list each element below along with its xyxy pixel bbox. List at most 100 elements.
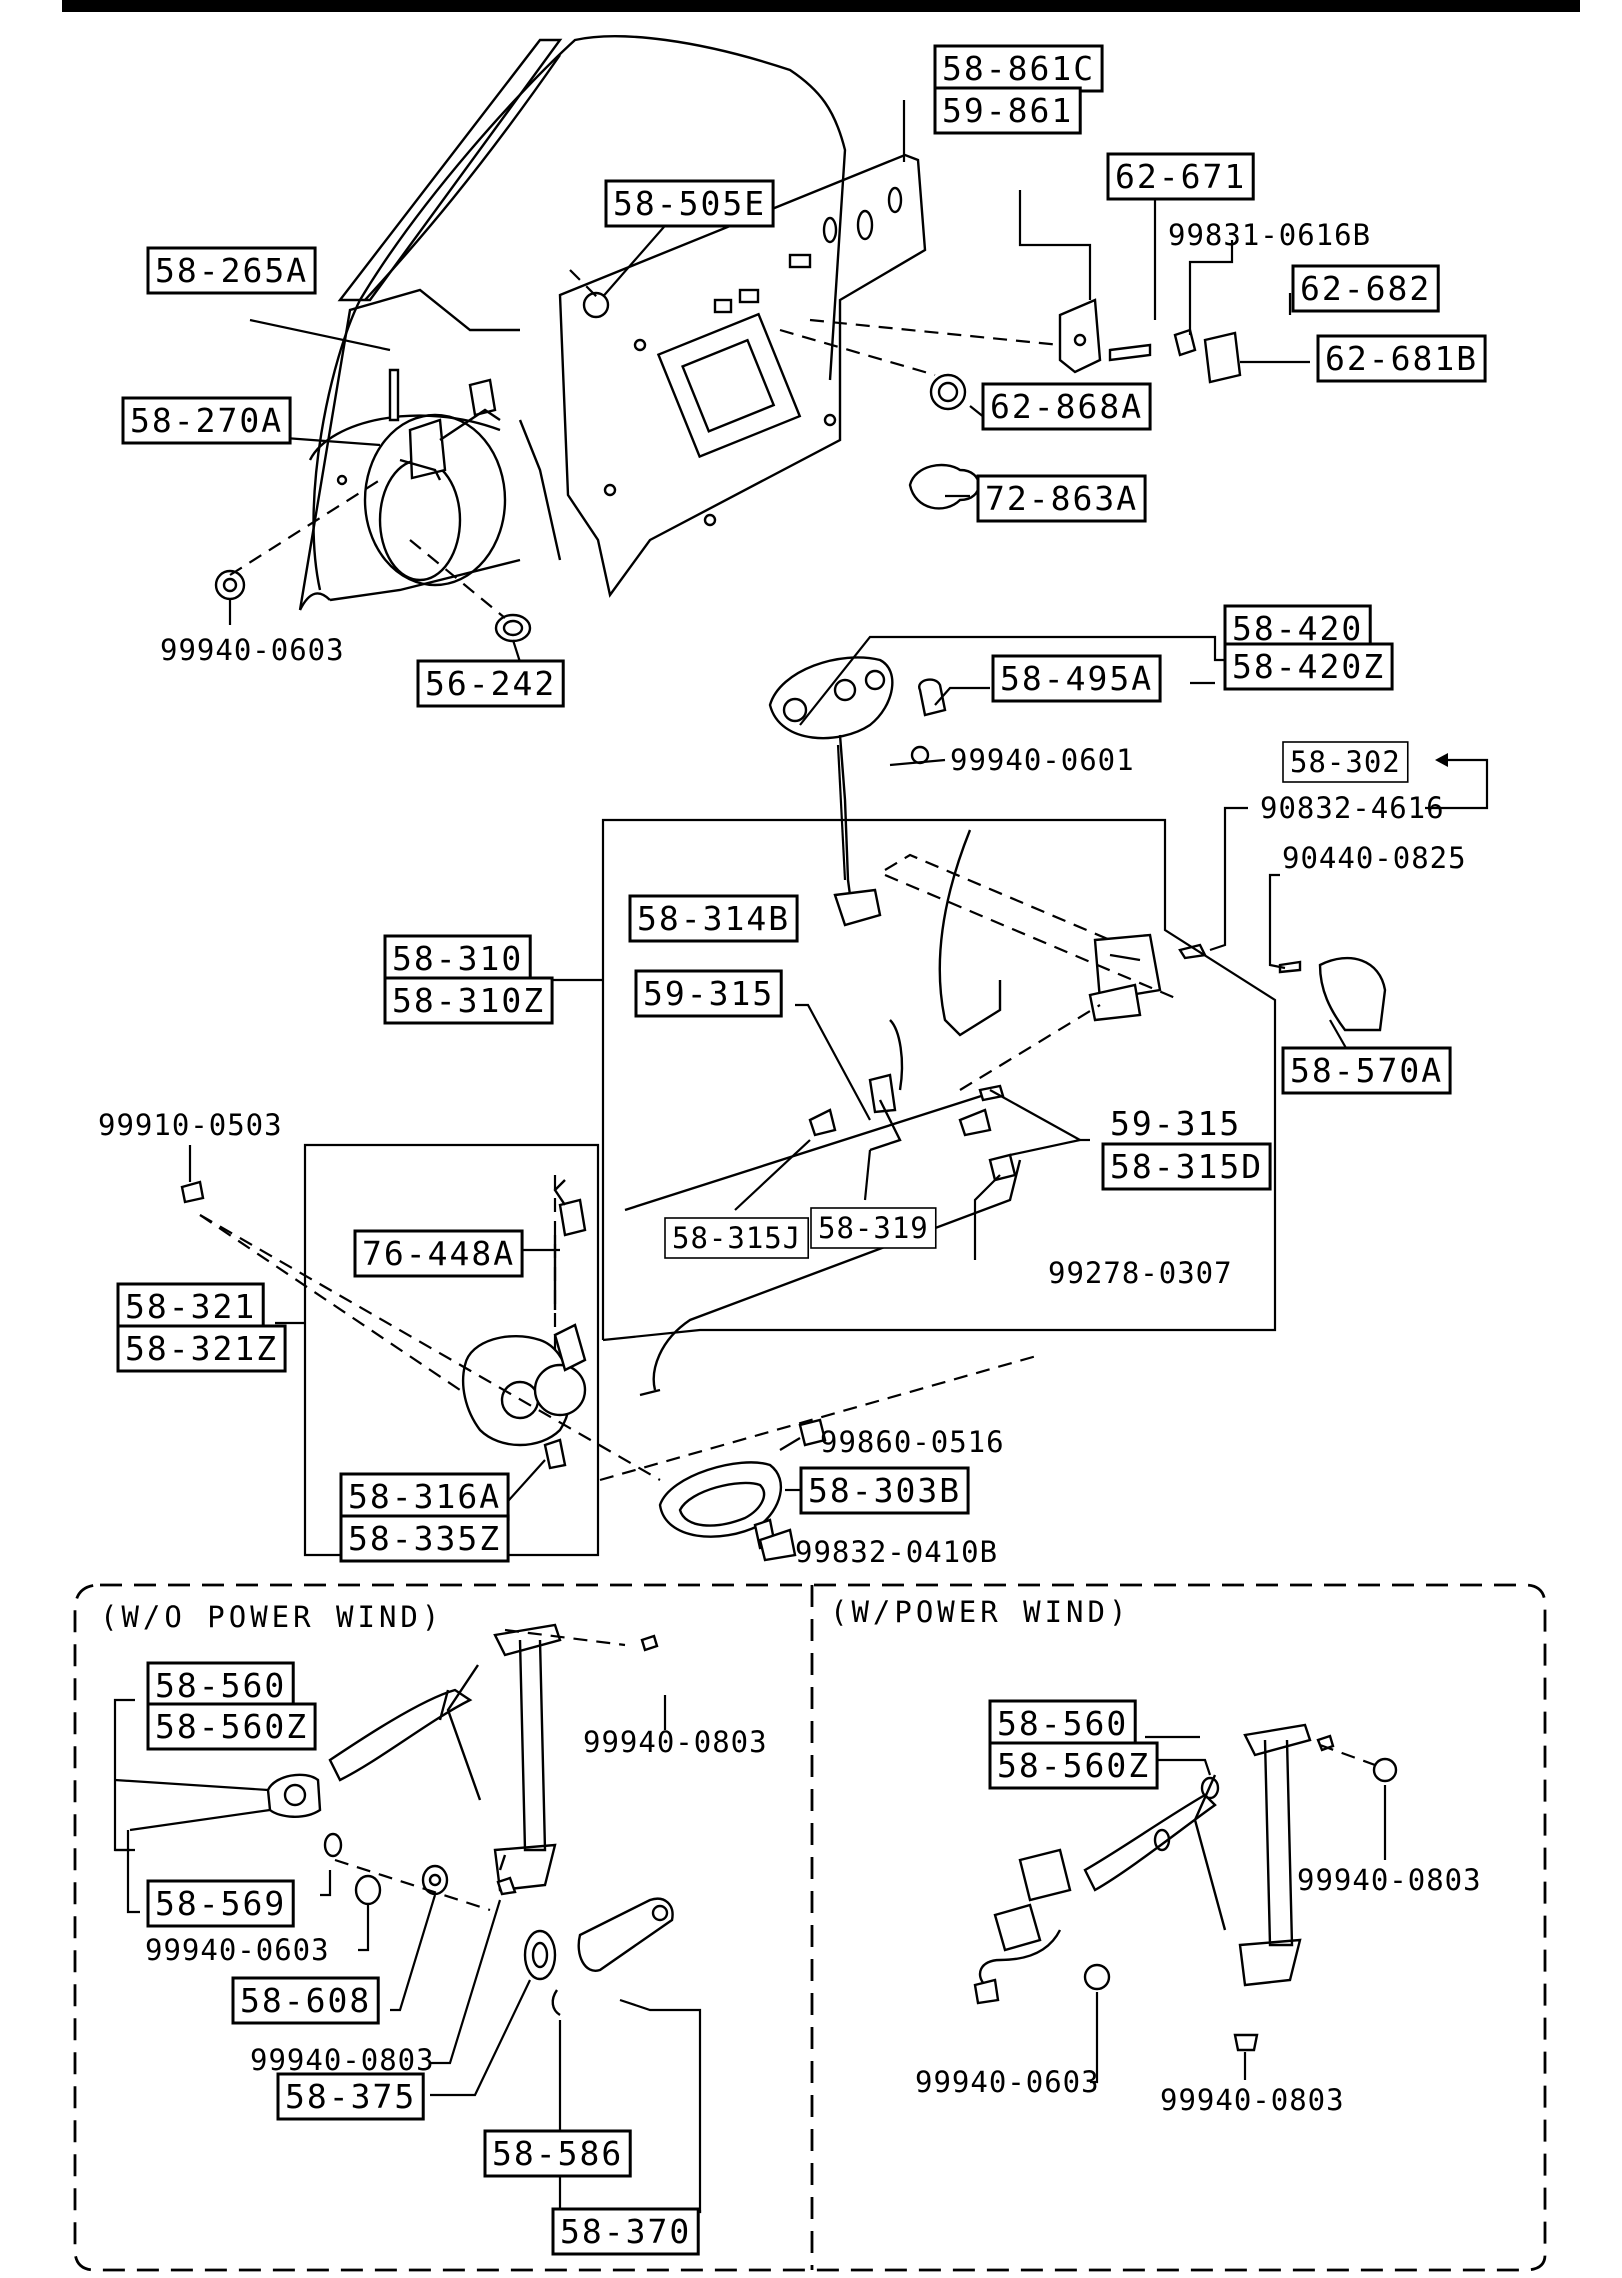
label-58-420Z[interactable]: 58-420Z (1223, 642, 1394, 691)
label-box (146, 246, 317, 295)
label-58-570A[interactable]: 58-570A (1281, 1046, 1452, 1095)
label-59-315-upper[interactable]: 59-315 (634, 969, 783, 1018)
label-text: 58-560Z (997, 1746, 1150, 1785)
label-text: 99940-0803 (1297, 1863, 1482, 1897)
label-58-319[interactable]: 58-319 (810, 1207, 937, 1249)
label-box (121, 396, 292, 445)
label-58-315J[interactable]: 58-315J (664, 1217, 810, 1259)
label-text: 58-560 (155, 1666, 286, 1705)
label-58-321[interactable]: 58-321 (116, 1282, 265, 1331)
label-58-861C[interactable]: 58-861C (933, 44, 1104, 93)
label-box (634, 969, 783, 1018)
label-text: 59-315 (643, 974, 774, 1013)
label-58-310[interactable]: 58-310 (383, 934, 532, 983)
label-99940-0803-d[interactable]: 99940-0803 (1160, 2083, 1345, 2117)
label-58-310Z[interactable]: 58-310Z (383, 976, 554, 1025)
label-box (146, 1879, 295, 1928)
label-59-861[interactable]: 59-861 (933, 86, 1082, 135)
label-text: 58-316A (348, 1477, 501, 1516)
label-box (604, 179, 775, 228)
label-58-316A[interactable]: 58-316A (339, 1472, 510, 1521)
label-59-315-lower[interactable]: 59-315 (1110, 1104, 1241, 1143)
label-62-681B[interactable]: 62-681B (1316, 334, 1487, 383)
label-99940-0603-top[interactable]: 99940-0603 (160, 633, 345, 667)
label-58-321Z[interactable]: 58-321Z (116, 1324, 287, 1373)
label-box (664, 1217, 810, 1259)
label-58-315D[interactable]: 58-315D (1101, 1142, 1272, 1191)
inner-panel-drawing (558, 153, 927, 598)
label-text: 99940-0603 (160, 633, 345, 667)
label-text: 58-420Z (1232, 647, 1385, 686)
label-62-868A[interactable]: 62-868A (981, 382, 1152, 431)
label-text: 58-495A (1000, 659, 1153, 698)
label-99940-0803-a[interactable]: 99940-0803 (583, 1725, 768, 1759)
label-text: 58-505E (613, 184, 766, 223)
label-58-505E[interactable]: 58-505E (604, 179, 775, 228)
label-58-560Z-power[interactable]: 58-560Z (988, 1741, 1159, 1790)
label-90832-4616[interactable]: 90832-4616 (1260, 791, 1445, 825)
label-99910-0503[interactable]: 99910-0503 (98, 1108, 283, 1142)
label-text: 58-560 (997, 1704, 1128, 1743)
label-box (1106, 152, 1255, 201)
label-text: 58-586 (492, 2134, 623, 2173)
label-58-560-power[interactable]: 58-560 (988, 1699, 1137, 1748)
label-99831-0616B[interactable]: 99831-0616B (1168, 218, 1371, 252)
label-58-265A[interactable]: 58-265A (146, 246, 317, 295)
label-text: 56-242 (425, 664, 556, 703)
label-58-270A[interactable]: 58-270A (121, 396, 292, 445)
label-56-242[interactable]: 56-242 (416, 659, 565, 708)
part-labels: 58-861C 59-861 58-505E 62-671 99831-0616… (98, 44, 1487, 2256)
label-72-863A[interactable]: 72-863A (976, 474, 1147, 523)
label-box (1316, 334, 1487, 383)
label-text: 90832-4616 (1260, 791, 1445, 825)
label-58-375[interactable]: 58-375 (276, 2072, 425, 2121)
label-text: 58-608 (240, 1981, 371, 2020)
label-58-569[interactable]: 58-569 (146, 1879, 295, 1928)
label-99832-0410B[interactable]: 99832-0410B (795, 1535, 998, 1569)
label-58-560Z-manual[interactable]: 58-560Z (146, 1702, 317, 1751)
label-text: 99940-0603 (915, 2065, 1100, 2099)
label-62-671[interactable]: 62-671 (1106, 152, 1255, 201)
label-99940-0803-b[interactable]: 99940-0803 (250, 2043, 435, 2077)
label-box (339, 1514, 510, 1563)
label-text: 59-861 (942, 91, 1073, 130)
label-90440-0825[interactable]: 90440-0825 (1282, 841, 1467, 875)
label-text: 59-315 (1110, 1104, 1241, 1143)
label-box (276, 2072, 425, 2121)
label-text: 58-310 (392, 939, 523, 978)
label-99860-0516[interactable]: 99860-0516 (820, 1425, 1005, 1459)
label-text: 99278-0307 (1048, 1256, 1233, 1290)
label-58-495A[interactable]: 58-495A (991, 654, 1162, 703)
label-box (483, 2129, 632, 2178)
label-box (799, 1466, 970, 1515)
label-text: 99832-0410B (795, 1535, 998, 1569)
label-99940-0603-manual[interactable]: 99940-0603 (145, 1933, 330, 1967)
label-58-303B[interactable]: 58-303B (799, 1466, 970, 1515)
label-99940-0803-c[interactable]: 99940-0803 (1297, 1863, 1482, 1897)
label-99278-0307[interactable]: 99278-0307 (1048, 1256, 1233, 1290)
label-text: (W/POWER WIND) (830, 1595, 1130, 1629)
label-text: 58-310Z (392, 981, 545, 1020)
power-regulator-drawing (973, 1723, 1398, 2052)
label-box (1281, 1046, 1452, 1095)
label-99940-0601[interactable]: 99940-0601 (950, 743, 1135, 777)
label-box (1101, 1142, 1272, 1191)
label-text: (W/O POWER WIND) (100, 1600, 443, 1634)
label-58-335Z[interactable]: 58-335Z (339, 1514, 510, 1563)
label-text: 58-314B (637, 899, 790, 938)
label-58-302[interactable]: 58-302 (1282, 741, 1409, 783)
label-62-682[interactable]: 62-682 (1291, 264, 1440, 313)
label-58-370[interactable]: 58-370 (551, 2207, 700, 2256)
label-76-448A[interactable]: 76-448A (353, 1229, 524, 1278)
label-box (231, 1976, 380, 2025)
label-58-608[interactable]: 58-608 (231, 1976, 380, 2025)
label-58-586[interactable]: 58-586 (483, 2129, 632, 2178)
label-box (1223, 642, 1394, 691)
label-99940-0603-power[interactable]: 99940-0603 (915, 2065, 1100, 2099)
label-58-314B[interactable]: 58-314B (628, 894, 799, 943)
label-text: 99940-0803 (250, 2043, 435, 2077)
label-58-560-manual[interactable]: 58-560 (146, 1661, 295, 1710)
label-text: 62-682 (1300, 269, 1431, 308)
label-box (416, 659, 565, 708)
label-text: 58-315D (1110, 1147, 1263, 1186)
